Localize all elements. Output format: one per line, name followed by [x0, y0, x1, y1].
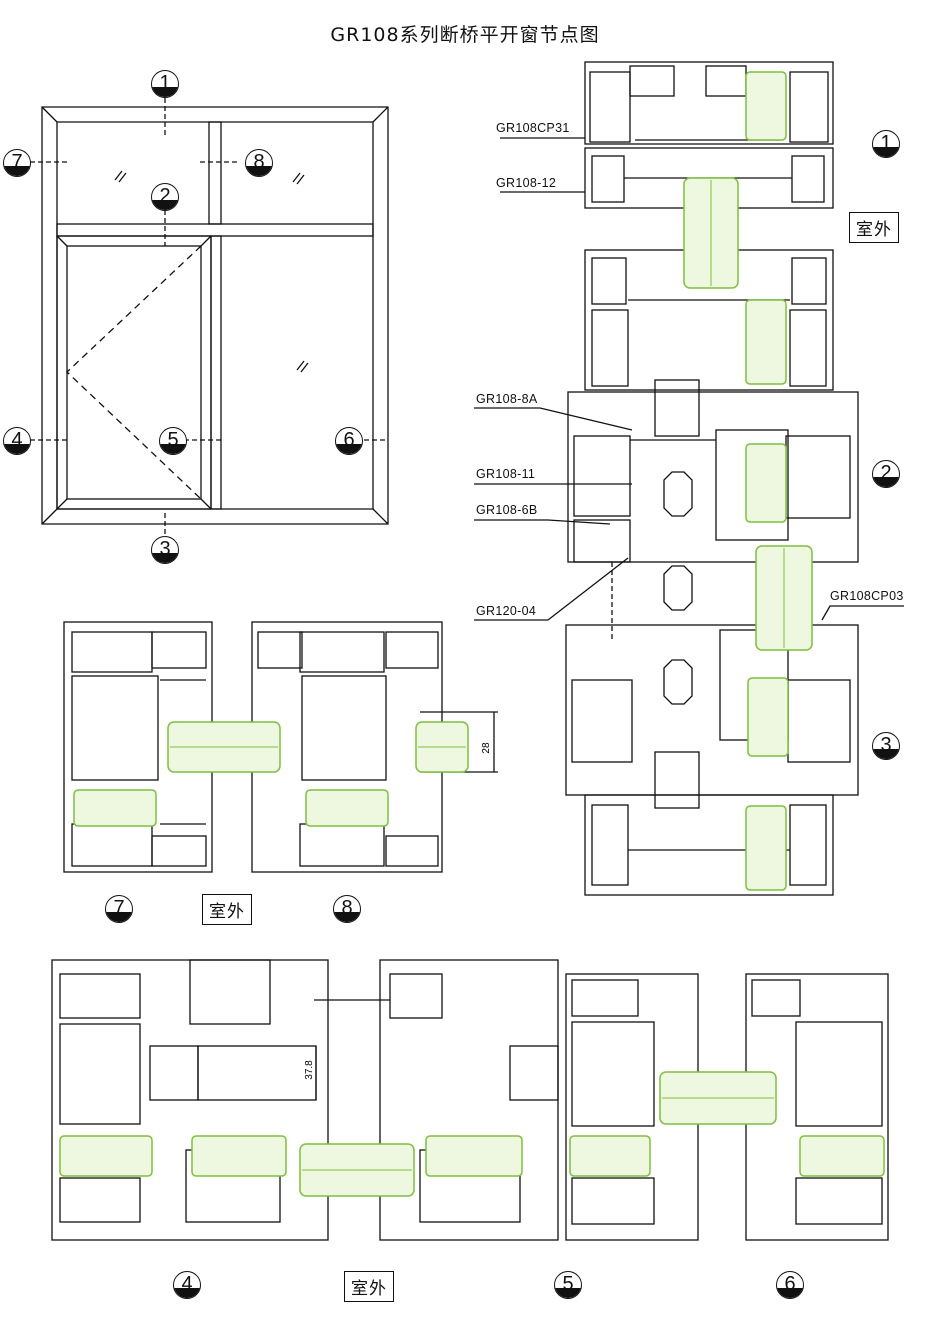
section-marker-3: 3 [151, 536, 179, 564]
section-marker-7: 7 [3, 149, 31, 177]
glass-thickness-dimension: 28 [481, 742, 492, 754]
callout-gr108-8a: GR108-8A [476, 392, 538, 406]
section-marker-5: 5 [159, 427, 187, 455]
window-elevation [30, 98, 389, 540]
section-4 [51, 959, 390, 1241]
outside-label-right: 室外 [849, 212, 899, 243]
callout-gr108-12: GR108-12 [496, 176, 557, 190]
callout-gr108-6b: GR108-6B [476, 503, 538, 517]
detail-marker-6: 6 [776, 1271, 804, 1299]
page-title: GR108系列断桥平开窗节点图 [330, 24, 600, 46]
callout-gr108-11: GR108-11 [476, 467, 536, 481]
detail-marker-1: 1 [872, 130, 900, 158]
sash-depth-dimension: 37.8 [304, 1060, 315, 1080]
detail-marker-2: 2 [872, 460, 900, 488]
detail-marker-8: 8 [333, 895, 361, 923]
callout-gr108cp03: GR108CP03 [830, 589, 904, 603]
detail-marker-3: 3 [872, 732, 900, 760]
section-3 [565, 562, 859, 896]
outside-label-bottom: 室外 [344, 1271, 394, 1302]
outside-label-middle: 室外 [202, 894, 252, 925]
callout-gr120-04: GR120-04 [476, 604, 537, 618]
section-marker-8: 8 [245, 149, 273, 177]
section-marker-4: 4 [3, 427, 31, 455]
section-5 [379, 959, 699, 1241]
section-marker-6: 6 [335, 427, 363, 455]
section-2 [567, 249, 859, 563]
callout-gr108cp31: GR108CP31 [496, 121, 570, 135]
section-marker-2: 2 [151, 183, 179, 211]
detail-marker-4: 4 [173, 1271, 201, 1299]
detail-marker-5: 5 [554, 1271, 582, 1299]
section-marker-1: 1 [151, 70, 179, 98]
detail-marker-7: 7 [105, 895, 133, 923]
